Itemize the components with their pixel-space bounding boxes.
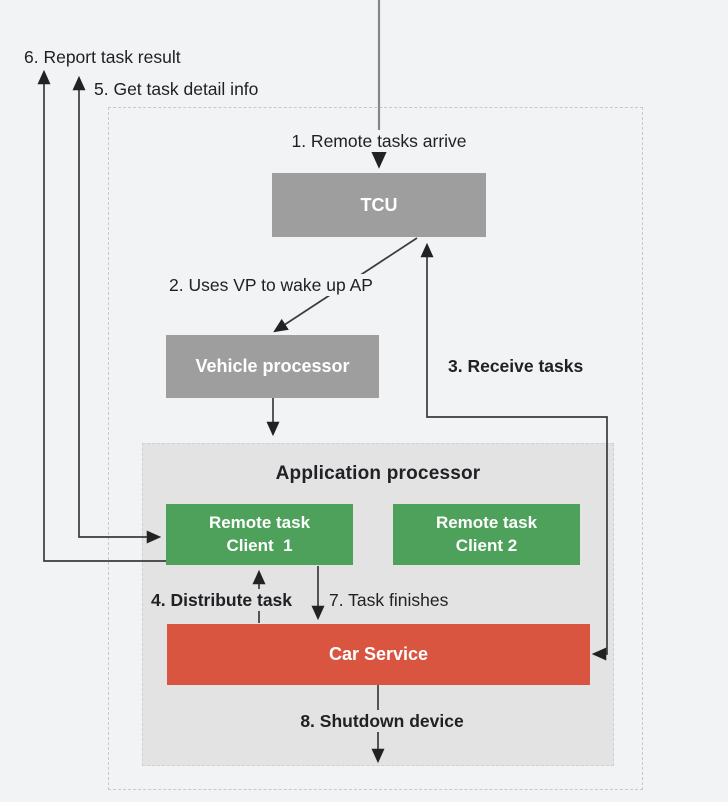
label-task-finishes: 7. Task finishes: [325, 589, 453, 611]
node-car-service: Car Service: [167, 624, 590, 685]
node-client2-label-line2: Client 2: [455, 535, 518, 555]
label-report-task-result: 6. Report task result: [24, 47, 181, 67]
arrow-receive-tasks: [420, 242, 608, 661]
label-distribute-task: 4. Distribute task: [147, 589, 297, 611]
node-tcu: TCU: [272, 173, 486, 237]
node-remote-task-client-1: Remote task Client 1: [166, 504, 353, 565]
label-shutdown-device: 8. Shutdown device: [283, 710, 481, 732]
label-uses-vp-to-wake-up-ap: 2. Uses VP to wake up AP: [166, 274, 376, 296]
node-vehicle-processor: Vehicle processor: [166, 335, 379, 398]
node-client1-label-line1: Remote task: [208, 512, 311, 532]
node-tcu-label: TCU: [360, 194, 398, 215]
label-remote-tasks-arrive: 1. Remote tasks arrive: [278, 130, 480, 152]
node-remote-task-client-2: Remote task Client 2: [393, 504, 580, 565]
label-receive-tasks: 3. Receive tasks: [448, 356, 584, 376]
arrow-get-task-detail-info: [72, 75, 162, 544]
label-get-task-detail-info: 5. Get task detail info: [94, 79, 259, 99]
node-client1-label-line2: Client 1: [226, 535, 293, 555]
node-client2-label-line1: Remote task: [435, 512, 538, 532]
node-car-service-label: Car Service: [328, 644, 429, 665]
node-vehicle-processor-label: Vehicle processor: [195, 356, 350, 377]
arrow-report-task-result: [37, 69, 166, 562]
